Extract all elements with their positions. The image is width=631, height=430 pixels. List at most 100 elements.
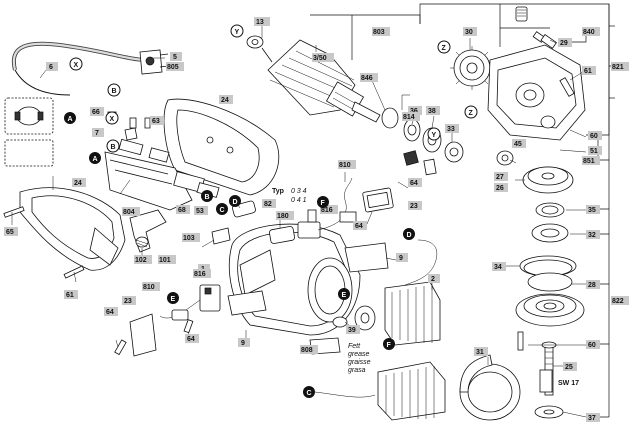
bearing-stack: [381, 94, 464, 176]
callout-846: 846: [361, 75, 373, 82]
callout-2: 2: [431, 276, 435, 283]
ref-z-top: Z: [442, 45, 447, 52]
ref-x-mid: X: [110, 116, 115, 123]
callout-36: 36: [410, 108, 418, 115]
callout-45: 45: [514, 141, 522, 148]
callout-822: 822: [612, 298, 624, 305]
washer-28: [527, 272, 573, 292]
screw-64b: [183, 319, 194, 334]
lock-spring: [135, 236, 149, 248]
grease-note-4: grasa: [348, 367, 366, 374]
ref-c-bottom: C: [307, 390, 312, 397]
callout-821: 821: [612, 64, 624, 71]
ref-a-mid: A: [93, 156, 98, 163]
callout-65: 65: [6, 229, 14, 236]
ref-b-mid: B: [111, 144, 116, 151]
callout-30: 30: [465, 29, 473, 36]
spindle-nut: [539, 369, 553, 393]
callout-64-left: 64: [106, 309, 114, 316]
callout-35: 35: [588, 207, 596, 214]
callout-60-top: 60: [590, 133, 598, 140]
callout-180: 180: [277, 213, 289, 220]
gear-head: [487, 44, 586, 141]
screw-63: [129, 117, 137, 129]
field-coil: [354, 281, 441, 346]
callout-68: 68: [178, 207, 186, 214]
callout-63: 63: [152, 118, 160, 125]
callout-805: 805: [167, 64, 179, 71]
callout-804: 804: [123, 209, 135, 216]
callout-3-50: 3/50: [313, 55, 327, 62]
callout-64-bottom: 64: [187, 336, 195, 343]
plug-inset: [4, 97, 54, 167]
callout-803: 803: [373, 29, 385, 36]
electronics-816: [159, 284, 221, 319]
callout-27: 27: [496, 174, 504, 181]
grease-note-2: grease: [348, 351, 370, 358]
cover-23: [129, 313, 157, 357]
callout-9-right: 9: [399, 255, 403, 262]
callout-851: 851: [583, 158, 595, 165]
ref-d-right: D: [407, 232, 412, 239]
screw-65: [3, 206, 25, 218]
ref-b-lower: B: [205, 194, 210, 201]
typ-label: Typ: [272, 188, 284, 195]
power-cord: [11, 41, 169, 96]
ref-x-top: X: [74, 62, 79, 69]
callout-66: 66: [92, 109, 100, 116]
ref-z-mid: Z: [469, 110, 474, 117]
callout-816-top: 816: [321, 207, 333, 214]
screw-64: [114, 339, 127, 356]
callout-810-left: 810: [143, 284, 155, 291]
suppressor-23: [362, 187, 394, 213]
callout-33: 33: [447, 126, 455, 133]
plate-180: [269, 226, 295, 244]
callout-7: 7: [95, 130, 99, 137]
typ-line-1: 0 3 4: [291, 188, 307, 195]
screw-60: [517, 331, 524, 351]
reference-markers: Y Z X B X B A A B D C F D E E F C Z Y: [64, 24, 478, 398]
callout-60-bottom: 60: [588, 342, 596, 349]
callout-26: 26: [496, 185, 504, 192]
spanner-size: SW 17: [558, 380, 579, 387]
insulator-9b: [227, 290, 267, 316]
ref-f-top: F: [321, 200, 326, 207]
callout-34: 34: [494, 264, 502, 271]
callout-840: 840: [583, 29, 595, 36]
paddle-lever: [129, 209, 167, 253]
ref-c-top: C: [220, 207, 225, 214]
callout-53: 53: [196, 208, 204, 215]
wheel-guard: [459, 354, 521, 421]
bearing-39: [332, 316, 348, 328]
callout-61-left: 61: [66, 292, 74, 299]
ref-e-right: E: [342, 292, 347, 299]
callout-64-right: 64: [355, 223, 363, 230]
callout-814: 814: [403, 114, 415, 121]
callout-102: 102: [135, 257, 147, 264]
callout-82: 82: [264, 201, 272, 208]
spindle-lock: [515, 6, 558, 49]
callout-24-top: 24: [221, 97, 229, 104]
callout-25: 25: [565, 364, 573, 371]
bevel-gear: [450, 46, 494, 90]
driven-gear: [522, 166, 574, 194]
carbon-brush-holder: [297, 177, 357, 239]
wire-d: [404, 239, 438, 286]
ref-f-bottom: F: [387, 342, 392, 349]
callout-23-right: 23: [410, 203, 418, 210]
callout-5: 5: [173, 54, 177, 61]
callout-810-top: 810: [339, 162, 351, 169]
callout-6: 6: [49, 64, 53, 71]
callout-31: 31: [476, 349, 484, 356]
callout-64-mid: 64: [410, 180, 418, 187]
pad-103: [211, 227, 231, 245]
insulator-9: [344, 242, 389, 273]
ref-e-left: E: [171, 296, 176, 303]
callout-9-bottom: 9: [241, 340, 245, 347]
grease-note-3: graisse: [348, 359, 371, 366]
callout-103: 103: [183, 235, 195, 242]
callout-38: 38: [428, 108, 436, 115]
ref-a-top: A: [68, 116, 73, 123]
